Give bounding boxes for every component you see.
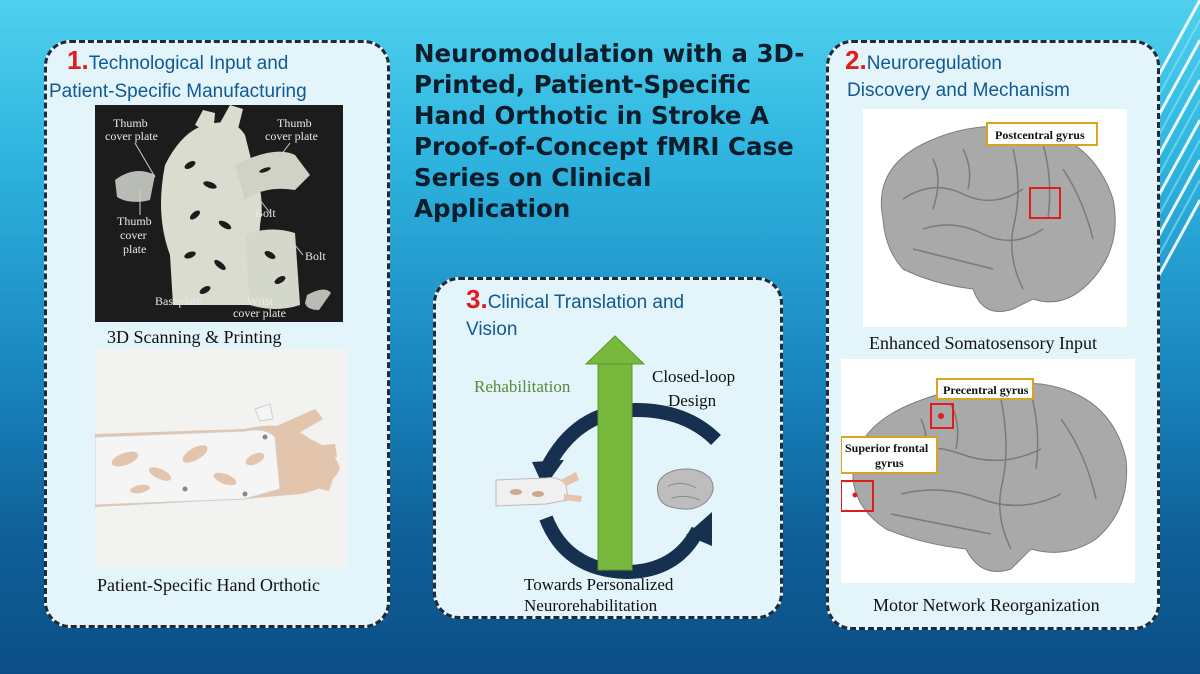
panel2-number: 2.	[845, 45, 867, 75]
cycle-arrow-bottom	[539, 515, 705, 580]
rehab-arrow-shaft	[597, 359, 633, 571]
mini-brain-icon	[656, 468, 714, 510]
hand-orthotic-photo	[95, 349, 347, 567]
label-closed-loop: Closed-loop	[652, 367, 735, 386]
caption-patient-specific: Patient-Specific Hand Orthotic	[97, 575, 320, 595]
label-precentral-gyrus: Precentral gyrus	[943, 383, 1029, 397]
panel-technological-input: 1.Technological Input and Patient-Specif…	[44, 40, 390, 628]
brain-image-top: Postcentral gyrus	[863, 109, 1127, 327]
panel-clinical-translation: 3.Clinical Translation and Vision	[433, 277, 783, 619]
caption-somatosensory: Enhanced Somatosensory Input	[869, 333, 1097, 353]
label-design: Design	[668, 391, 717, 410]
label-bolt-1: Bolt	[255, 206, 276, 220]
panel3-number: 3.	[466, 284, 488, 314]
cycle-arrowhead-right	[686, 512, 712, 546]
label-neurorehabilitation: Neurorehabilitation	[524, 596, 658, 615]
label-towards-personalized: Towards Personalized	[524, 575, 674, 594]
caption-motor-network: Motor Network Reorganization	[873, 595, 1100, 615]
label-bolt-2: Bolt	[305, 249, 326, 263]
closed-loop-diagram: Rehabilitation Closed-loop Design Toward…	[474, 335, 735, 615]
panel1-title: 1.Technological Input and	[67, 47, 387, 75]
main-title: Neuromodulation with a 3D-Printed, Patie…	[414, 39, 805, 223]
caption-3d-scanning: 3D Scanning & Printing	[107, 327, 282, 347]
label-thumb-2a: Thumb	[277, 116, 312, 130]
label-superior-frontal-a: Superior frontal	[845, 441, 929, 455]
panel1-number: 1.	[67, 45, 89, 75]
panel1-title-line1: Technological Input and	[88, 53, 289, 74]
cycle-arrow-top	[539, 402, 721, 474]
label-thumb-3c: plate	[123, 242, 146, 256]
rehab-arrow-head	[584, 335, 646, 365]
label-thumb-1b: cover plate	[105, 129, 158, 143]
panel2-title: 2.Neuroregulation	[845, 47, 1155, 75]
orthotic-printed-image: Thumb cover plate Thumb cover plate Thum…	[95, 105, 343, 322]
panel2-title-line1: Neuroregulation	[866, 53, 1002, 74]
panel-neuroregulation: 2.Neuroregulation Discovery and Mechanis…	[826, 40, 1160, 630]
label-postcentral-gyrus: Postcentral gyrus	[995, 128, 1085, 142]
label-wrist-a: Wrist	[247, 294, 274, 308]
label-superior-frontal-b: gyrus	[875, 456, 904, 470]
brain-image-bottom: Precentral gyrus Superior frontal gyrus	[841, 359, 1135, 583]
label-wrist-b: cover plate	[233, 306, 286, 320]
label-thumb-1a: Thumb	[113, 116, 148, 130]
label-thumb-3b: cover	[120, 228, 147, 242]
label-thumb-3a: Thumb	[117, 214, 152, 228]
mini-orthotic-icon	[495, 472, 582, 507]
cycle-arrowhead-left	[532, 460, 564, 488]
panel3-title: 3.Clinical Translation and	[466, 286, 786, 314]
label-thumb-2b: cover plate	[265, 129, 318, 143]
panel1-title-line2: Patient-Specific Manufacturing	[49, 81, 307, 102]
label-rehabilitation: Rehabilitation	[474, 377, 571, 396]
panel2-title-line2: Discovery and Mechanism	[847, 80, 1070, 101]
label-baseplate: Baseplate	[155, 294, 202, 308]
panel3-title-line1: Clinical Translation and	[487, 292, 685, 313]
panel3-title-line2: Vision	[466, 319, 518, 340]
